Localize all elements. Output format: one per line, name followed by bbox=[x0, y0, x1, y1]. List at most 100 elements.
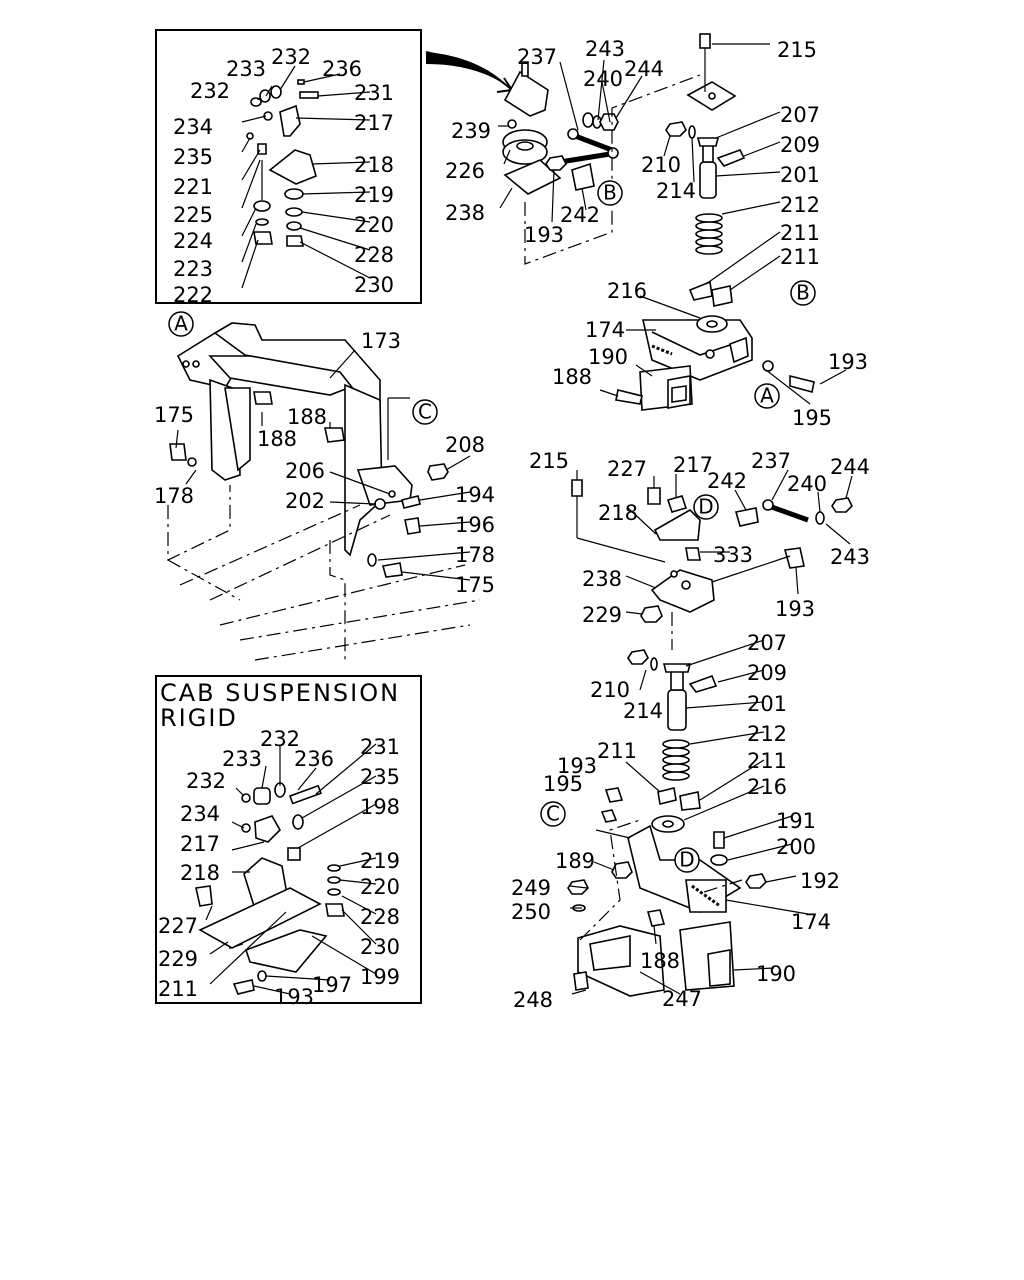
callout-r17: 211 bbox=[158, 977, 198, 1001]
ref-marker-circle bbox=[674, 847, 700, 873]
callout-i2: 232 bbox=[271, 45, 311, 69]
callout-r12: 220 bbox=[360, 875, 400, 899]
callout-r13: 227 bbox=[158, 914, 198, 938]
callout-c20: 174 bbox=[585, 318, 625, 342]
callout-c11: 211 bbox=[780, 245, 820, 269]
callout-c39: 217 bbox=[673, 453, 713, 477]
callout-c65: 249 bbox=[511, 876, 551, 900]
callout-c17: 210 bbox=[641, 153, 681, 177]
callout-c1: 237 bbox=[517, 45, 557, 69]
callout-c62: 200 bbox=[776, 835, 816, 859]
callout-r4: 232 bbox=[186, 769, 226, 793]
ref-marker-circle bbox=[754, 383, 780, 409]
ref-marker-circle bbox=[597, 180, 623, 206]
callout-r14: 228 bbox=[360, 905, 400, 929]
callout-c58: 211 bbox=[747, 749, 787, 773]
callout-i1: 233 bbox=[226, 57, 266, 81]
callout-i18: 222 bbox=[173, 283, 213, 307]
callout-c3: 240 bbox=[583, 67, 623, 91]
callout-c10: 211 bbox=[780, 221, 820, 245]
callout-c36: 175 bbox=[455, 573, 495, 597]
callout-c55: 212 bbox=[747, 722, 787, 746]
callout-r2: 233 bbox=[222, 747, 262, 771]
callout-c34: 196 bbox=[455, 513, 495, 537]
callout-r7: 234 bbox=[180, 802, 220, 826]
callout-c47: 238 bbox=[582, 567, 622, 591]
callout-c56: 193 bbox=[557, 754, 597, 778]
callout-c8: 201 bbox=[780, 163, 820, 187]
callout-c33: 194 bbox=[455, 483, 495, 507]
callout-i4: 232 bbox=[190, 79, 230, 103]
callout-c27: 188 bbox=[257, 427, 297, 451]
ref-marker-circle bbox=[540, 801, 566, 827]
callout-r18: 197 bbox=[312, 973, 352, 997]
callout-i15: 228 bbox=[354, 243, 394, 267]
callout-c7: 209 bbox=[780, 133, 820, 157]
callout-c42: 240 bbox=[787, 472, 827, 496]
callout-i14: 224 bbox=[173, 229, 213, 253]
callout-r9: 217 bbox=[180, 832, 220, 856]
ref-marker-letter: B bbox=[796, 281, 810, 305]
callout-i11: 219 bbox=[354, 183, 394, 207]
ref-marker-letter: A bbox=[174, 312, 188, 336]
callout-c52: 210 bbox=[590, 678, 630, 702]
callout-c25: 173 bbox=[361, 329, 401, 353]
callout-c50: 207 bbox=[747, 631, 787, 655]
front-crossmember-bracket-upper bbox=[615, 315, 815, 411]
cab-frame-assembly bbox=[167, 322, 481, 661]
callout-c45: 333 bbox=[713, 543, 753, 567]
callout-c44: 218 bbox=[598, 501, 638, 525]
callout-i10: 221 bbox=[173, 175, 213, 199]
callout-c64: 192 bbox=[800, 869, 840, 893]
callout-c5: 215 bbox=[777, 38, 817, 62]
ref-marker-m3: A bbox=[168, 311, 194, 337]
callout-c19: 216 bbox=[607, 279, 647, 303]
callout-c12: 239 bbox=[451, 119, 491, 143]
ref-marker-letter: D bbox=[679, 848, 694, 872]
callout-c41: 237 bbox=[751, 449, 791, 473]
callout-c16: 242 bbox=[560, 203, 600, 227]
ref-marker-m6: D bbox=[693, 494, 719, 520]
ref-marker-circle bbox=[412, 399, 438, 425]
rigid-inset-parts bbox=[195, 782, 345, 995]
callout-i13: 220 bbox=[354, 213, 394, 237]
callout-i5: 231 bbox=[354, 81, 394, 105]
callout-c70: 247 bbox=[662, 987, 702, 1011]
callout-c66: 250 bbox=[511, 900, 551, 924]
callout-r19: 199 bbox=[360, 965, 400, 989]
ref-marker-m8: D bbox=[674, 847, 700, 873]
leader-lines bbox=[175, 43, 853, 995]
callout-c38: 227 bbox=[607, 457, 647, 481]
callout-c22: 188 bbox=[552, 365, 592, 389]
ref-marker-circle bbox=[168, 311, 194, 337]
top-inset-frame bbox=[155, 29, 422, 304]
callout-r1: 232 bbox=[260, 727, 300, 751]
callout-i3: 236 bbox=[322, 57, 362, 81]
callout-c21: 190 bbox=[588, 345, 628, 369]
inset-title-line-1: CAB SUSPENSION bbox=[160, 679, 400, 707]
callout-i8: 235 bbox=[173, 145, 213, 169]
callout-c46: 243 bbox=[830, 545, 870, 569]
callout-c48: 193 bbox=[775, 597, 815, 621]
ref-marker-letter: B bbox=[603, 181, 617, 205]
callout-i16: 223 bbox=[173, 257, 213, 281]
ref-marker-letter: C bbox=[418, 400, 432, 424]
ref-marker-m5: C bbox=[412, 399, 438, 425]
callout-c15: 193 bbox=[524, 223, 564, 247]
callout-c6: 207 bbox=[780, 103, 820, 127]
callout-c43: 244 bbox=[830, 455, 870, 479]
callout-c53: 201 bbox=[747, 692, 787, 716]
ref-marker-m4: A bbox=[754, 383, 780, 409]
callout-c2: 243 bbox=[585, 37, 625, 61]
callout-c29: 178 bbox=[154, 484, 194, 508]
inset-pointer-band bbox=[426, 52, 512, 90]
rigid-inset-frame bbox=[155, 675, 422, 1004]
callout-r15: 229 bbox=[158, 947, 198, 971]
callout-r6: 235 bbox=[360, 765, 400, 789]
callout-c63: 189 bbox=[555, 849, 595, 873]
callout-c67: 174 bbox=[791, 910, 831, 934]
ref-marker-circle bbox=[790, 280, 816, 306]
